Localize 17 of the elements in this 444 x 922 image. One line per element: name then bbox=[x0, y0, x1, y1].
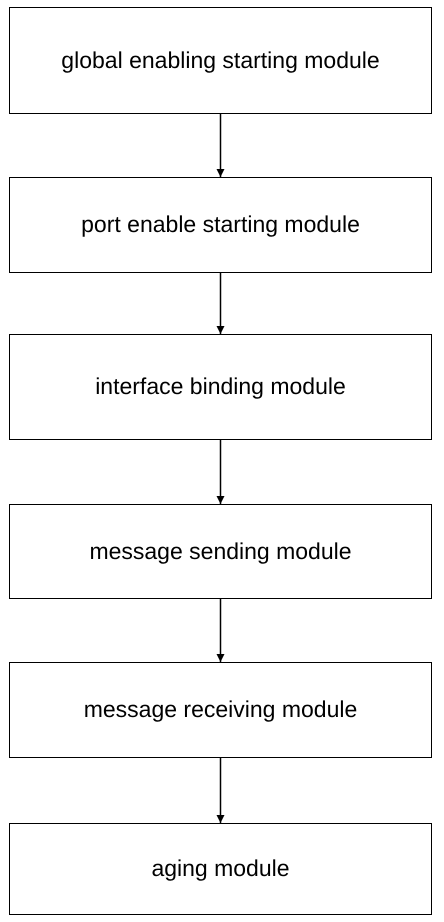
module-box bbox=[9, 504, 432, 599]
arrow bbox=[216, 599, 224, 662]
module-label: interface binding module bbox=[95, 372, 346, 402]
module-label: aging module bbox=[151, 854, 290, 884]
module-box bbox=[9, 823, 432, 915]
arrow bbox=[216, 114, 224, 177]
module-box bbox=[9, 177, 432, 273]
module-box bbox=[9, 662, 432, 758]
arrow bbox=[216, 440, 224, 504]
module-label: message sending module bbox=[89, 536, 352, 566]
module-box bbox=[9, 7, 432, 114]
module-label: message receiving module bbox=[84, 695, 358, 724]
arrow bbox=[216, 273, 224, 334]
module-label: port enable starting module bbox=[81, 210, 360, 240]
arrow bbox=[216, 758, 224, 823]
module-label: global enabling starting module bbox=[61, 46, 380, 75]
module-box bbox=[9, 334, 432, 440]
